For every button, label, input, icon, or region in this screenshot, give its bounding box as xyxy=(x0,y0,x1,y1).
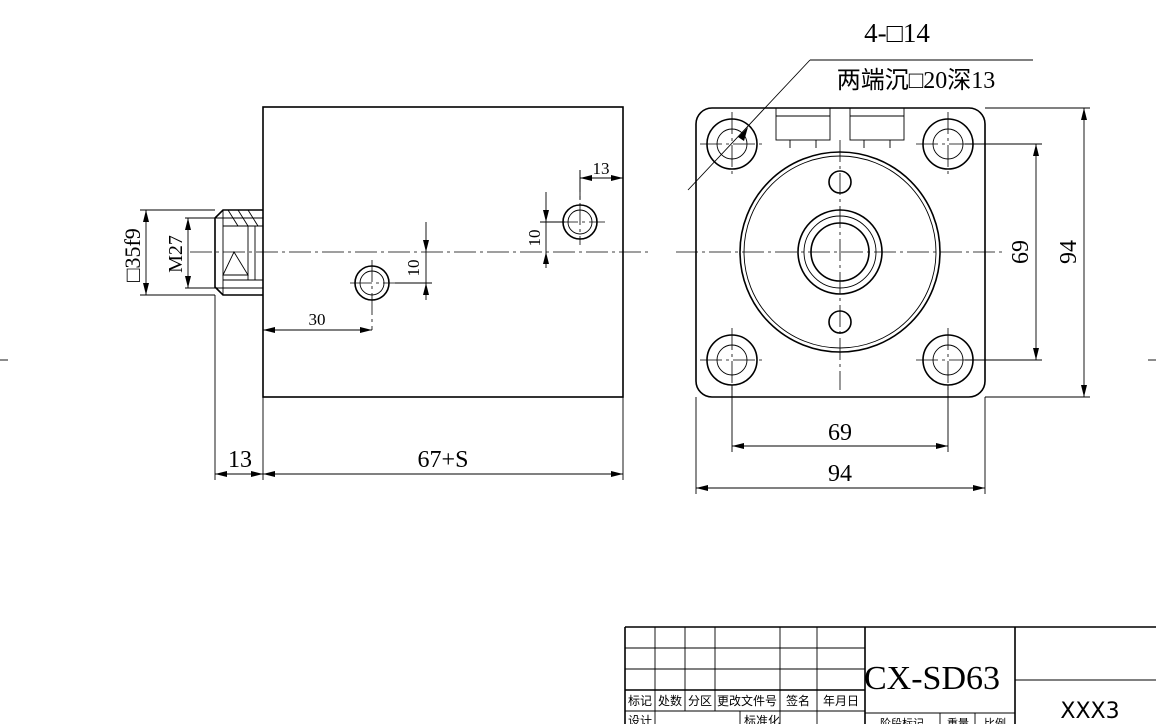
title-block: 标记 处数 分区 更改文件号 签名 年月日 设计 标准化 阶段标记 重量 比例 … xyxy=(624,626,1156,724)
port-spacing-dimension: 13 xyxy=(593,159,610,178)
thread-cone xyxy=(222,251,249,276)
row2-cell-standardization: 标准化 xyxy=(744,714,780,724)
note-leader xyxy=(687,59,811,191)
top-port-right xyxy=(849,107,905,141)
width-dimension: 94 xyxy=(828,461,852,487)
shaft-length-dimension: 13 xyxy=(228,447,252,473)
body-length-dimension: 67+S xyxy=(418,447,469,473)
small-hole-top xyxy=(828,170,852,194)
port-offset-dimension: 30 xyxy=(309,310,326,329)
shaft-square-dimension: □35f9 xyxy=(120,228,145,282)
port-height-dimension-right: 10 xyxy=(525,230,544,247)
side-view: □35f9 M27 30 10 10 13 xyxy=(120,106,650,480)
end-view: 4-□14 两端沉□20深13 69 94 69 94 xyxy=(676,18,1090,494)
rod-boss-outer xyxy=(797,209,883,295)
header-cell-change-doc: 更改文件号 xyxy=(717,693,777,708)
hole-spacing-horizontal-dimension: 69 xyxy=(828,420,852,446)
hole-spacing-vertical-dimension: 69 xyxy=(1008,240,1034,264)
thread-dimension: M27 xyxy=(165,235,187,273)
port-height-dimension-left: 10 xyxy=(404,260,423,277)
corner-hole-top-left xyxy=(700,112,764,176)
row2-cell-stage-mark: 阶段标记 xyxy=(880,716,924,724)
row2-cell-scale: 比例 xyxy=(984,716,1006,724)
drawing-number: CX-SD63 xyxy=(864,660,1000,697)
body-circle xyxy=(739,151,941,353)
row2-cell-weight: 重量 xyxy=(947,716,969,724)
top-port-left xyxy=(775,107,831,141)
small-hole-bottom xyxy=(828,310,852,334)
header-cell-mark: 标记 xyxy=(628,694,652,708)
rod-bore xyxy=(810,222,870,282)
shaft-boss-outline xyxy=(214,209,263,296)
header-cell-date: 年月日 xyxy=(823,694,859,708)
header-cell-signature: 签名 xyxy=(786,693,810,708)
header-cell-count: 处数 xyxy=(658,693,682,708)
height-dimension: 94 xyxy=(1056,240,1082,264)
header-cell-zone: 分区 xyxy=(688,694,712,708)
part-code: XXX3 xyxy=(1060,699,1119,724)
corner-hole-bottom-left xyxy=(700,328,764,392)
end-plate-outline xyxy=(695,107,986,398)
counterbore-note: 两端沉□20深13 xyxy=(837,67,996,94)
row2-cell-design: 设计 xyxy=(628,714,652,724)
hole-spec-note: 4-□14 xyxy=(864,18,930,48)
